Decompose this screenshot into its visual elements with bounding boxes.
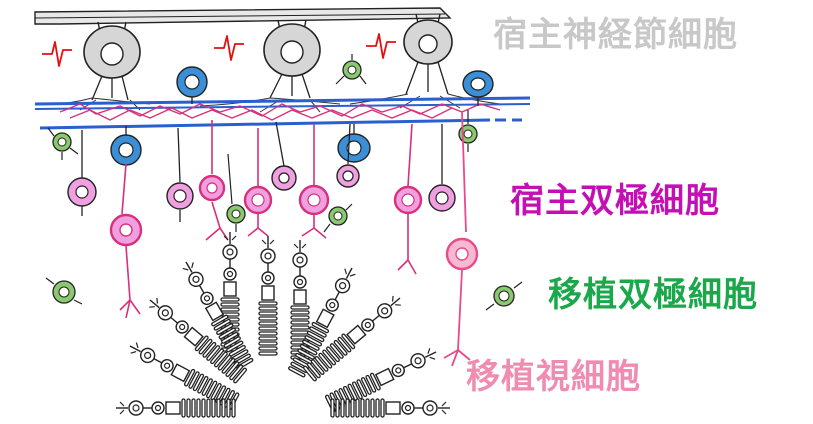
amacrine-cells <box>110 66 494 166</box>
bipolar-terminals <box>59 103 501 121</box>
nerve-fiber-layer <box>34 7 452 25</box>
host-bipolar-cells <box>67 120 456 319</box>
graft-photoreceptor-neuron <box>443 111 479 367</box>
ganglion-cell <box>83 21 141 101</box>
label-graft-photoreceptor: 移植視細胞 <box>466 357 641 397</box>
label-host-bipolar-cell: 宿主双極細胞 <box>510 181 720 221</box>
graft-photoreceptors <box>116 232 450 417</box>
host-ganglion-cells <box>83 13 453 101</box>
label-graft-bipolar-cell: 移植双極細胞 <box>548 275 758 315</box>
label-host-ganglion-cell: 宿主神経節細胞 <box>493 15 738 55</box>
ganglion-cell <box>263 19 321 99</box>
graft-bipolar-cells <box>45 54 523 311</box>
ganglion-cell <box>403 13 453 95</box>
inner-plexiform-layer <box>34 96 531 130</box>
